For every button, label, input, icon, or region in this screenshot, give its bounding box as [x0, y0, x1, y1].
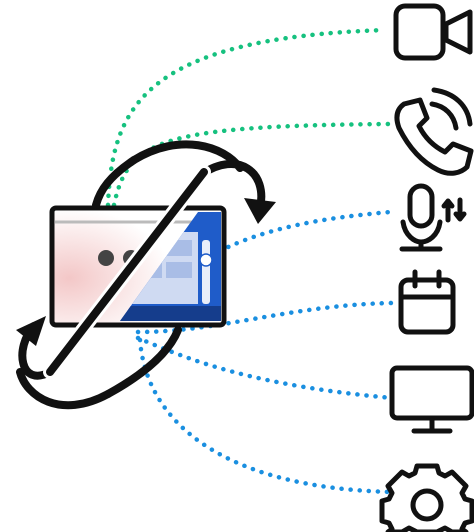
- gear-icon: [379, 463, 474, 532]
- microphone-settings-icon: [399, 183, 467, 252]
- link-calendar: [135, 300, 395, 335]
- monitor-icon: [389, 365, 474, 434]
- link-monitor: [135, 335, 395, 401]
- sync-arrows: [15, 140, 276, 410]
- window-dot: [98, 250, 114, 266]
- link-video-camera: [105, 27, 388, 208]
- link-microphone-settings: [209, 209, 393, 258]
- link-phone-call: [111, 121, 391, 208]
- connector-links: [105, 27, 395, 495]
- link-gear: [137, 337, 395, 495]
- phone-call-icon: [394, 87, 474, 176]
- sync-window-icon: [49, 205, 227, 328]
- video-camera-icon: [393, 3, 473, 61]
- calendar-icon: [398, 269, 456, 335]
